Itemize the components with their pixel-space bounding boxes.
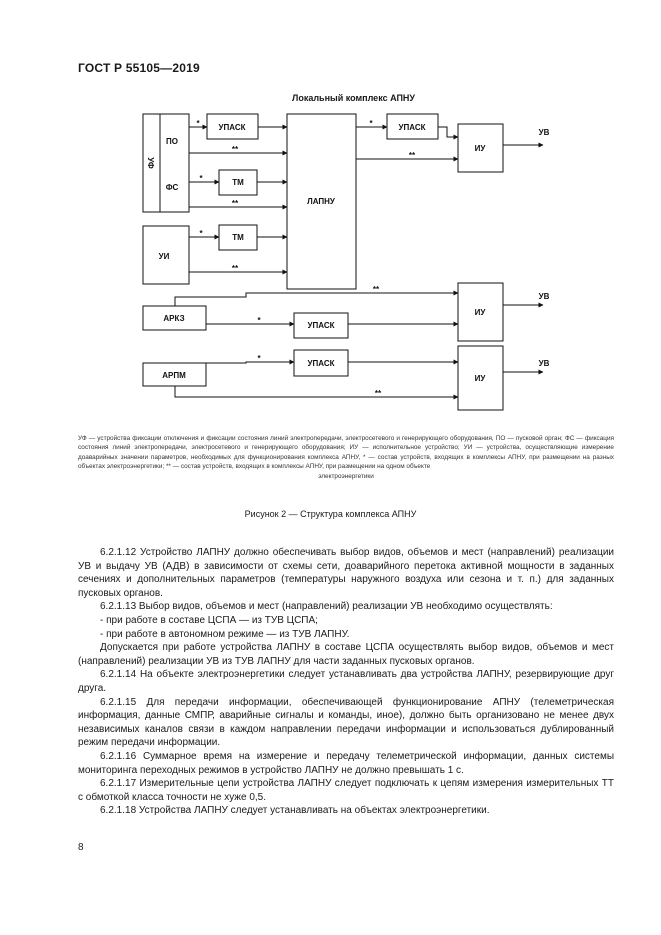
paragraph-6-2-1-16: 6.2.1.16 Суммарное время на измерение и …	[78, 750, 614, 776]
iu-box-2	[457, 282, 504, 342]
mark-double-arpm: **	[375, 389, 382, 398]
lapnu-label: ЛАПНУ	[307, 197, 336, 206]
mark-single-ui: *	[199, 229, 203, 238]
ui-box	[142, 225, 190, 285]
uf-group-box	[142, 113, 190, 213]
iu-label-1: ИУ	[475, 144, 487, 153]
figure-caption: Рисунок 2 — Структура комплекса АПНУ	[244, 509, 417, 519]
mark-double-lapnu: **	[409, 151, 416, 160]
mark-double-ui: **	[232, 264, 239, 273]
upask-label-2: УПАСК	[399, 123, 426, 132]
uv-label-2: УВ	[539, 292, 550, 301]
page-number: 8	[78, 842, 84, 853]
po-label: ПО	[166, 137, 178, 146]
conn-arpm-upask4	[206, 359, 295, 365]
paragraph-6-2-1-13: 6.2.1.13 Выбор видов, объемов и мест (на…	[100, 601, 553, 613]
iu-label-3: ИУ	[475, 374, 487, 383]
document-header: ГОСТ Р 55105—2019	[78, 61, 200, 75]
tm-label-1: ТМ	[232, 178, 244, 187]
ui-label: УИ	[159, 252, 170, 261]
diagram-title: Локальный комплекс АПНУ	[292, 93, 416, 103]
notes-last-line: электроэнергетики	[318, 472, 374, 480]
iu-box-3	[457, 345, 504, 411]
uv-label-3: УВ	[539, 359, 550, 368]
iu-label-2: ИУ	[475, 308, 487, 317]
uv-label-1: УВ	[539, 128, 550, 137]
mark-single-lapnu: *	[369, 119, 373, 128]
mark-single-fs: *	[199, 174, 203, 183]
ark3-label: АРКЗ	[163, 314, 184, 323]
fs-label: ФС	[166, 183, 179, 192]
upask-label-3: УПАСК	[308, 321, 335, 330]
mark-double-ark3: **	[373, 285, 380, 294]
iu-box-1	[457, 123, 504, 173]
apnu-structure-diagram: ПО ФС УФ УИ УПАСК ТМ ТМ ЛАПНУ УПАСК ИУ А…	[142, 113, 550, 411]
paragraph-6-2-1-15: 6.2.1.15 Для передачи информации, обеспе…	[78, 696, 614, 749]
paragraph-6-2-1-17: 6.2.1.17 Измерительные цепи устройства Л…	[78, 778, 614, 803]
paragraph-6-2-1-18: 6.2.1.18 Устройства ЛАПНУ следует устана…	[100, 805, 490, 817]
notes-text: УФ — устройства фиксации отключения и фи…	[78, 435, 614, 471]
uf-label: УФ	[146, 157, 155, 169]
body-text: 6.2.1.12 Устройство ЛАПНУ должно обеспеч…	[78, 546, 614, 818]
figure-notes: УФ — устройства фиксации отключения и фи…	[78, 434, 614, 481]
mark-single-arpm: *	[257, 354, 261, 363]
conn-ark3-iu-double	[174, 290, 459, 306]
mark-double-fs: **	[232, 199, 239, 208]
upask-label-1: УПАСК	[219, 123, 246, 132]
tm-label-2: ТМ	[232, 233, 244, 242]
conn-arpm-iu-double	[174, 386, 459, 400]
paragraph-6-2-1-12: 6.2.1.12 Устройство ЛАПНУ должно обеспеч…	[78, 547, 614, 599]
list-item-cspa: - при работе в составе ЦСПА — из ТУВ ЦСП…	[100, 614, 318, 626]
arpm-label: АРПМ	[162, 371, 186, 380]
conn-upask2-iu	[438, 126, 459, 140]
lapnu-box	[286, 113, 357, 290]
mark-single-ark3: *	[257, 316, 261, 325]
upask-label-4: УПАСК	[308, 359, 335, 368]
list-item-autonomous: - при работе в автономном режиме — из ТУ…	[100, 628, 350, 640]
mark-single-po: *	[196, 119, 200, 128]
paragraph-allowed: Допускается при работе устройства ЛАПНУ …	[78, 642, 614, 667]
paragraph-6-2-1-14: 6.2.1.14 На объекте электроэнергетики сл…	[78, 669, 614, 694]
mark-double-po: **	[232, 145, 239, 154]
